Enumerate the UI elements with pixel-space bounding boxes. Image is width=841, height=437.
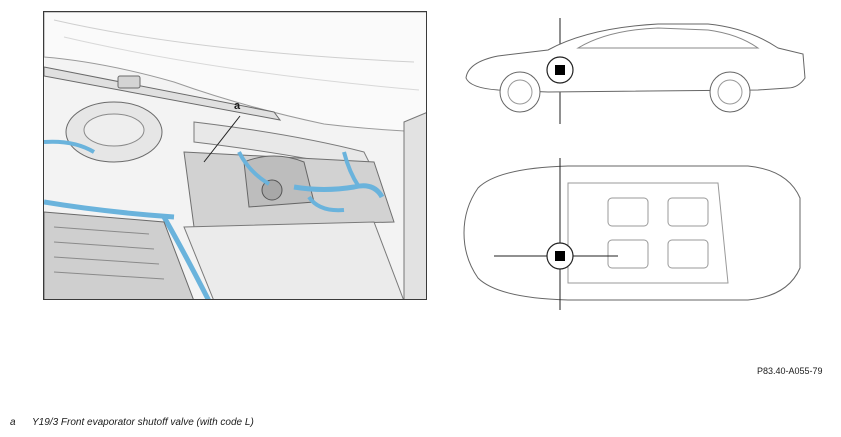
callout-label-a: a — [234, 100, 241, 112]
location-marker-top — [555, 251, 565, 261]
legend-text: Y19/3 Front evaporator shutoff valve (wi… — [32, 417, 254, 428]
engine-bay-drawing — [44, 12, 426, 299]
vehicle-side-view — [465, 18, 806, 124]
legend-key: a — [10, 417, 16, 428]
vehicle-top-view — [463, 158, 801, 310]
engine-bay-illustration — [43, 11, 427, 300]
figure-code: P83.40-A055-79 — [757, 366, 823, 376]
location-marker-side — [555, 65, 565, 75]
legend-item-a: a Y19/3 Front evaporator shutoff valve (w… — [10, 417, 254, 428]
